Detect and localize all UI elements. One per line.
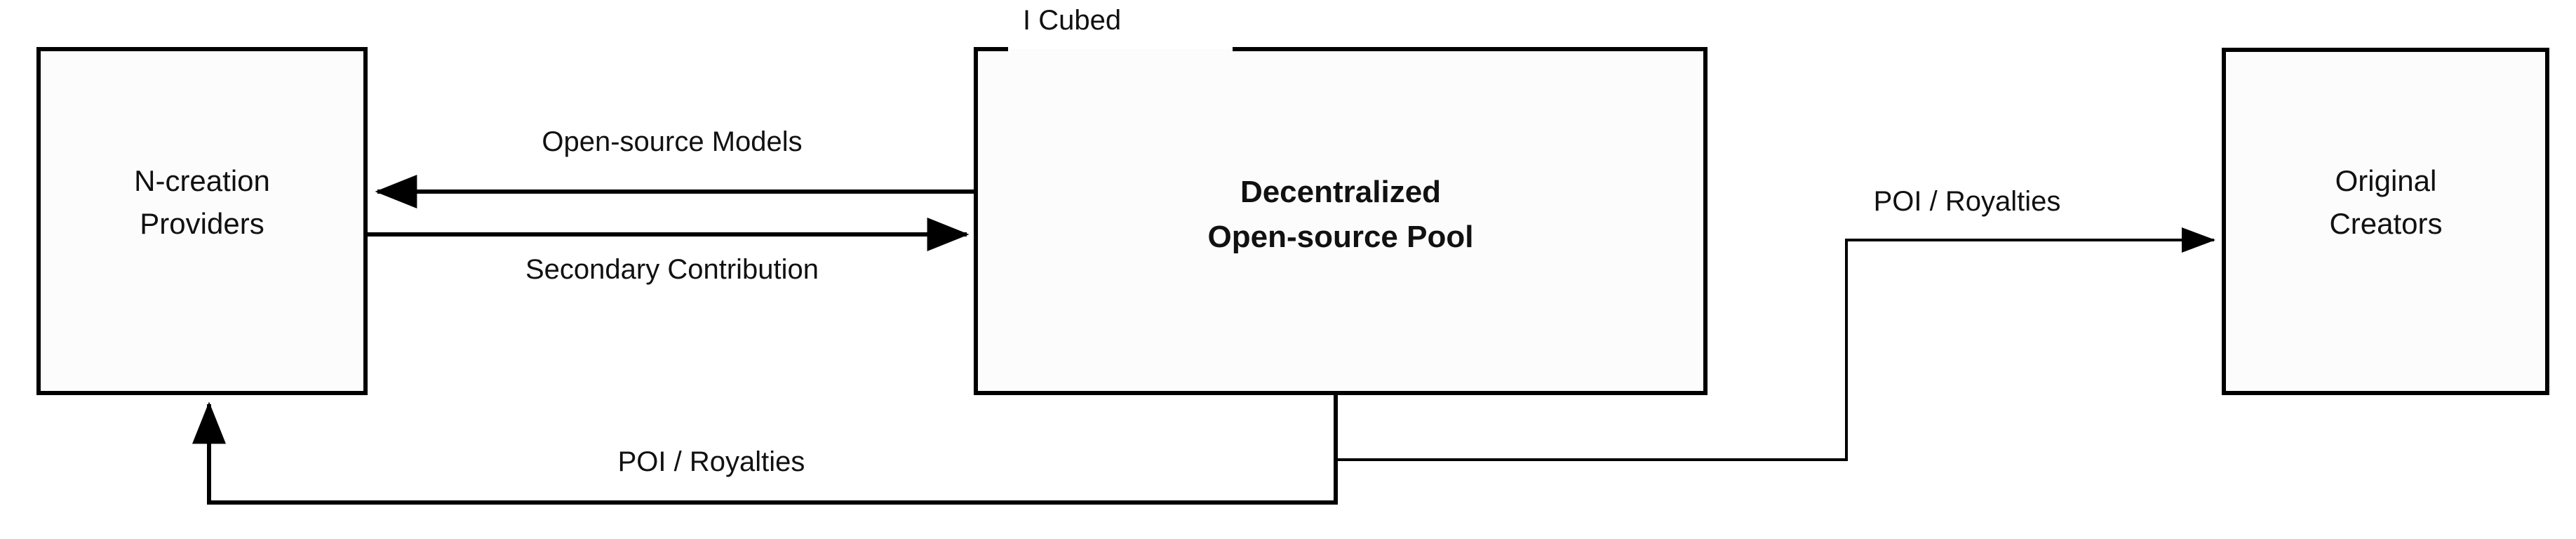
- node-decentralized-open-source-pool-label-line2: Open-source Pool: [1208, 220, 1474, 254]
- edge-secondary-contribution: Secondary Contribution: [368, 218, 970, 285]
- node-original-creators[interactable]: Original Creators: [2222, 48, 2549, 395]
- edge-poi-royalties-to-providers-path: [192, 395, 1338, 505]
- edge-secondary-contribution-label: Secondary Contribution: [525, 254, 819, 285]
- edge-poi-royalties-to-providers-label: POI / Royalties: [618, 446, 805, 477]
- group-i-cubed: I Cubed: [974, 5, 1708, 395]
- node-original-creators-box[interactable]: [2222, 48, 2549, 395]
- node-n-creation-providers-label-line2: Providers: [140, 207, 264, 240]
- group-body-border: [974, 49, 1708, 395]
- edge-open-source-models-label: Open-source Models: [542, 126, 802, 157]
- node-n-creation-providers-box[interactable]: [36, 47, 368, 395]
- edge-poi-royalties-to-providers: POI / Royalties: [192, 395, 1338, 505]
- group-legend-label: I Cubed: [1023, 5, 1121, 36]
- node-n-creation-providers[interactable]: N-creation Providers: [36, 47, 368, 395]
- node-original-creators-label-line2: Creators: [2329, 207, 2442, 240]
- edge-poi-royalties-to-creators: POI / Royalties: [1336, 186, 2215, 461]
- edge-poi-royalties-to-creators-label: POI / Royalties: [1874, 186, 2061, 217]
- node-original-creators-label-line1: Original: [2335, 164, 2437, 197]
- node-decentralized-open-source-pool[interactable]: Decentralized Open-source Pool: [1208, 175, 1474, 254]
- edge-open-source-models: Open-source Models: [375, 126, 976, 208]
- node-decentralized-open-source-pool-label-line1: Decentralized: [1240, 175, 1441, 209]
- edge-poi-royalties-to-creators-path: [1336, 227, 2215, 461]
- node-n-creation-providers-label-line1: N-creation: [134, 164, 270, 197]
